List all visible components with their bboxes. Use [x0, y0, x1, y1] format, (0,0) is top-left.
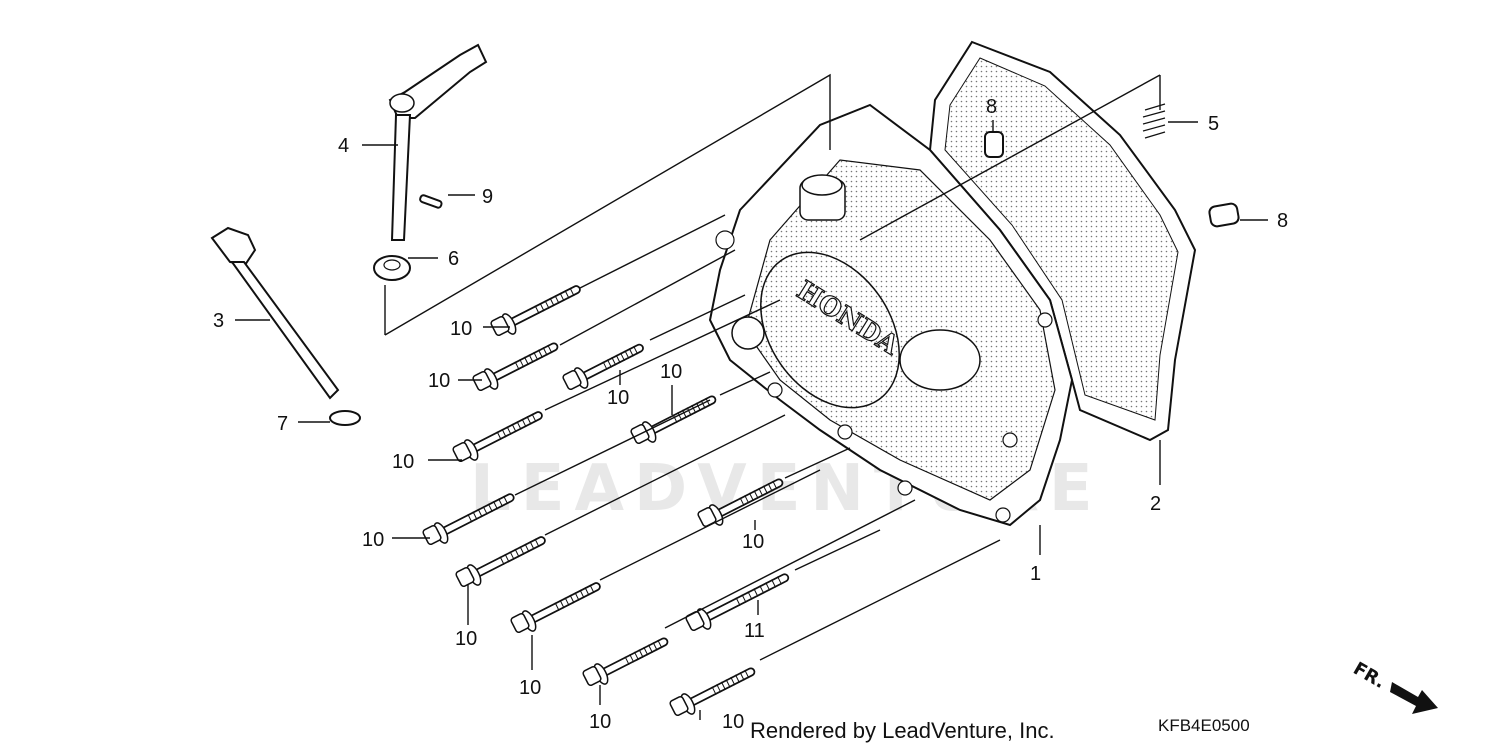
callout-10-d[interactable]: 10	[660, 361, 682, 383]
callout-8-b[interactable]: 8	[1277, 210, 1288, 232]
dowel-pin-part-8-b[interactable]	[1208, 202, 1240, 228]
callout-5[interactable]: 5	[1208, 113, 1219, 135]
callout-7[interactable]: 7	[277, 413, 288, 435]
dowel-pin-part-8-a[interactable]	[984, 131, 1004, 158]
credit-text: Rendered by LeadVenture, Inc.	[750, 718, 1055, 743]
callout-10-e[interactable]: 10	[392, 451, 414, 473]
diagram-code: KFB4E0500	[1158, 716, 1250, 735]
callout-10-f[interactable]: 10	[362, 529, 384, 551]
bolt-part-10[interactable]	[455, 536, 546, 588]
bolt-part-10[interactable]	[562, 343, 644, 391]
pin-part-9[interactable]	[419, 194, 443, 209]
callout-2[interactable]: 2	[1150, 493, 1161, 515]
bolt-part-10[interactable]	[490, 285, 581, 337]
callout-labels: 1 2 3 4 5 6 7 8 8 9 10 10 10 10 10 10 10…	[213, 96, 1288, 733]
callout-9[interactable]: 9	[482, 186, 493, 208]
bolt-part-10[interactable]	[582, 637, 669, 687]
callout-10-i[interactable]: 10	[519, 677, 541, 699]
callout-10-a[interactable]: 10	[450, 318, 472, 340]
callout-lines	[235, 73, 1268, 720]
callout-10-c[interactable]: 10	[607, 387, 629, 409]
bolt-group	[422, 285, 790, 717]
callout-11[interactable]: 11	[744, 620, 765, 642]
callout-8-a[interactable]: 8	[986, 96, 997, 118]
callout-10-b[interactable]: 10	[428, 370, 450, 392]
spring-part-5[interactable]	[1142, 103, 1166, 139]
callout-6[interactable]: 6	[448, 248, 459, 270]
callout-10-k[interactable]: 10	[722, 711, 744, 733]
callout-3[interactable]: 3	[213, 310, 224, 332]
bolt-part-10[interactable]	[452, 411, 543, 463]
callout-4[interactable]: 4	[338, 135, 349, 157]
bolt-part-10[interactable]	[510, 582, 601, 634]
front-direction-arrow-icon: FR.	[1350, 658, 1438, 714]
callout-10-h[interactable]: 10	[455, 628, 477, 650]
o-ring-part-7[interactable]	[329, 410, 361, 426]
front-label: FR.	[1350, 658, 1389, 693]
bolt-part-10[interactable]	[669, 667, 756, 717]
callout-10-g[interactable]: 10	[742, 531, 764, 553]
callout-1[interactable]: 1	[1030, 563, 1041, 585]
bolt-part-11[interactable]	[685, 573, 790, 632]
oil-seal-part-6[interactable]	[373, 255, 411, 281]
dipstick-part-3[interactable]	[210, 226, 340, 400]
bolt-part-10[interactable]	[472, 342, 559, 392]
callout-10-j[interactable]: 10	[589, 711, 611, 733]
crankcase-cover-part-1[interactable]: HONDA	[708, 103, 1074, 527]
bolt-part-10[interactable]	[422, 493, 515, 546]
arm-part-4[interactable]	[388, 43, 488, 241]
